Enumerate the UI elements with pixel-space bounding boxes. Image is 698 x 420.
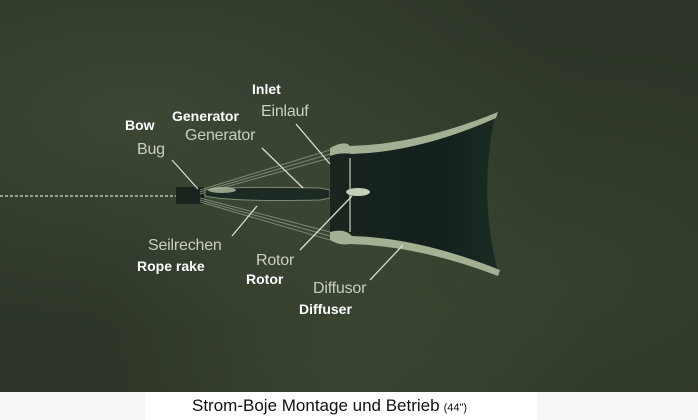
label-rotor-en: Rotor	[246, 271, 284, 287]
caption-title: Strom-Boje Montage und Betrieb	[192, 396, 440, 415]
label-generator-en: Generator	[172, 108, 239, 124]
label-rotor-de: Rotor	[256, 252, 295, 269]
diffuser-lower-wall	[330, 230, 500, 276]
inlet-frame	[330, 150, 348, 240]
label-rope-rake-en: Rope rake	[137, 258, 205, 274]
rotor-hub	[346, 188, 370, 196]
caption-duration: (44")	[443, 402, 468, 414]
diffuser-upper-wall	[330, 112, 498, 156]
caption: Strom-Boje Montage und Betrieb(44")	[192, 396, 467, 416]
label-bow-de: Bug	[137, 141, 165, 158]
label-diffuser-en: Diffuser	[299, 301, 352, 317]
label-bow-en: Bow	[125, 117, 155, 133]
label-inlet-de: Einlauf	[261, 103, 309, 120]
caption-box	[145, 392, 537, 420]
strom-boje-diagram: Inlet Einlauf Generator Generator Bow Bu…	[0, 0, 698, 392]
label-rope-rake-de: Seilrechen	[148, 237, 222, 254]
bow-block	[176, 187, 204, 204]
diffuser-interior	[345, 116, 498, 272]
buoy-illustration	[0, 112, 500, 281]
label-diffuser-de: Diffusor	[313, 280, 367, 297]
leader-lines	[171, 123, 404, 281]
label-generator-de: Generator	[185, 127, 256, 144]
label-inlet-en: Inlet	[252, 81, 281, 97]
